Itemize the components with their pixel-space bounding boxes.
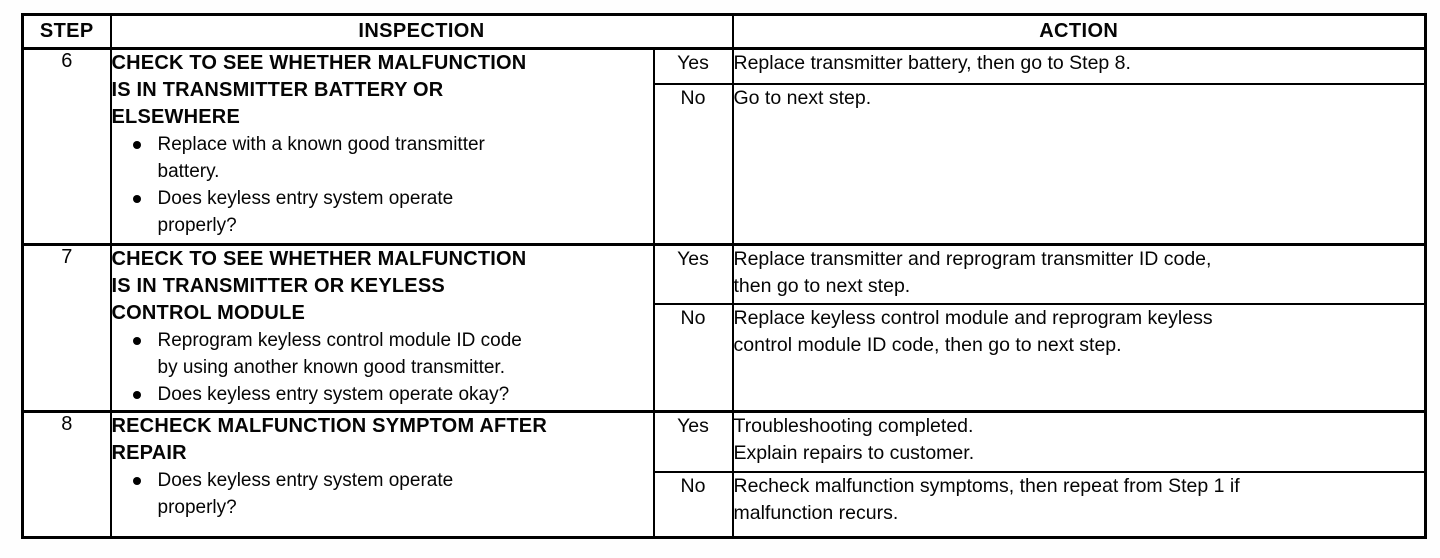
action-cell-step6-yes: Replace transmitter battery, then go to … — [731, 47, 1427, 85]
table-row-step6-no: No Go to next step. — [23, 82, 1427, 246]
header-step: STEP — [21, 13, 112, 50]
action-cell-step7-no: Replace keyless control module and repro… — [731, 302, 1427, 413]
step-number-6: 6 — [21, 47, 112, 246]
bullet-icon — [132, 141, 141, 149]
no-cell-step8: No — [652, 470, 734, 539]
yes-cell-step6: Yes — [652, 47, 734, 85]
header-action: ACTION — [731, 13, 1427, 50]
step-number-7: 7 — [21, 243, 112, 413]
table-header-row: STEP INSPECTION ACTION — [21, 13, 1427, 50]
table-row-step7-no: No Replace keyless control module and re… — [23, 302, 1427, 413]
action-cell-step7-yes: Replace transmitter and reprogram transm… — [731, 243, 1427, 305]
no-cell-step7: No — [652, 302, 734, 413]
bullet-icon — [132, 477, 141, 485]
bullet-text: Does keyless entry system operate okay? — [157, 384, 510, 405]
bullet-icon — [132, 337, 141, 345]
bullet-icon — [132, 195, 141, 203]
no-cell-step6: No — [652, 82, 734, 246]
step-number-8: 8 — [21, 410, 112, 539]
action-cell-step8-no: Recheck malfunction symptoms, then repea… — [731, 470, 1427, 539]
yes-cell-step7: Yes — [652, 243, 734, 305]
header-inspection: INSPECTION — [109, 13, 734, 50]
bullet-text: Reprogram keyless control module ID code… — [157, 330, 522, 378]
bullet-item: Reprogram keyless control module ID code… — [132, 327, 652, 381]
yes-cell-step8: Yes — [652, 410, 734, 473]
action-cell-step6-no: Go to next step. — [731, 82, 1427, 246]
bullet-icon — [132, 391, 141, 399]
table-row-step8-no: No Recheck malfunction symptoms, then re… — [23, 470, 1427, 539]
troubleshooting-table: STEP INSPECTION ACTION 6 CHECK TO SEE WH… — [21, 13, 1427, 539]
action-cell-step8-yes: Troubleshooting completed.Explain repair… — [731, 410, 1427, 473]
bullet-item: Does keyless entry system operate okay? — [132, 381, 652, 408]
